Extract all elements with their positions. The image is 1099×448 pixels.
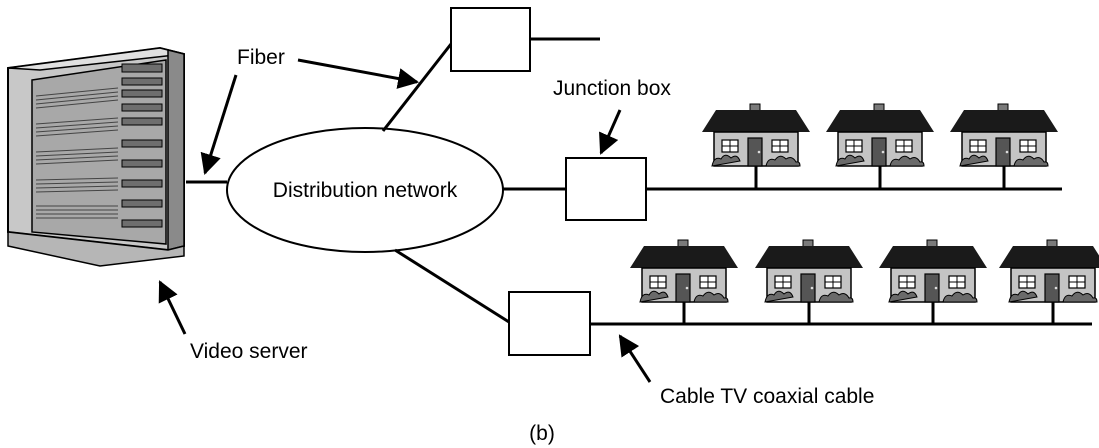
- house-icon: [754, 239, 864, 303]
- distribution-network-label: Distribution network: [273, 179, 458, 202]
- house-icon: [949, 103, 1059, 167]
- house-icon: [825, 103, 935, 167]
- house-icon: [629, 239, 739, 303]
- house-icon: [878, 239, 988, 303]
- video-server-label: Video server: [190, 340, 308, 363]
- house-row-bottom: [629, 239, 1099, 324]
- house-icon: [998, 239, 1099, 303]
- server-rack-icon: [7, 46, 185, 267]
- fiber-label: Fiber: [237, 46, 285, 69]
- house-icon: [701, 103, 811, 167]
- junction-box-bottom: [508, 291, 591, 356]
- connection-lines: [186, 37, 1092, 326]
- junction-box-top: [450, 7, 531, 72]
- cable-label: Cable TV coaxial cable: [660, 385, 874, 408]
- house-row-top: [701, 103, 1059, 189]
- junction-box-middle: [565, 157, 647, 221]
- annotation-arrows: [158, 58, 652, 383]
- figure-caption: (b): [529, 422, 555, 445]
- junction-box-label: Junction box: [553, 77, 671, 100]
